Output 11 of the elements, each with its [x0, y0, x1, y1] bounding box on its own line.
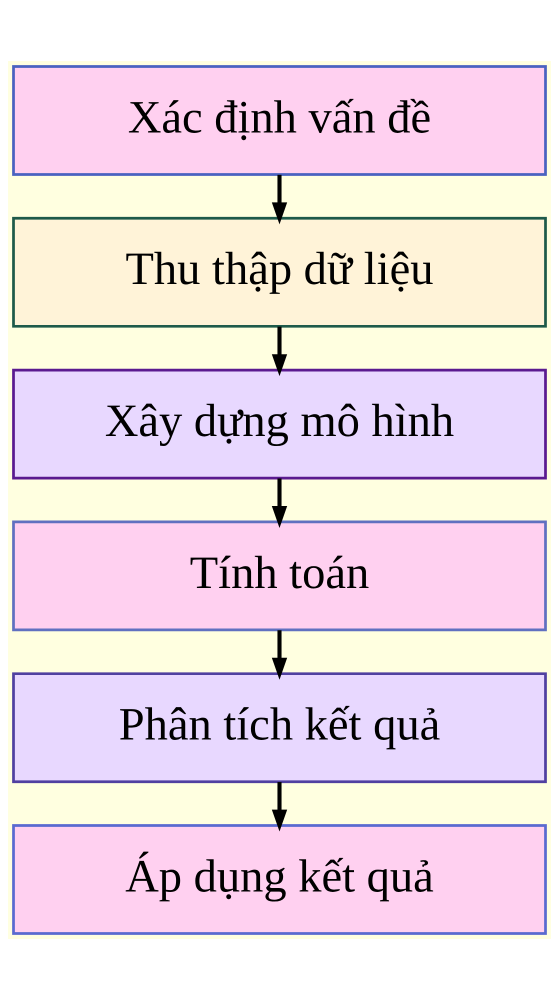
node-box: Áp dụng kết quả	[12, 824, 547, 935]
node-box: Tính toán	[12, 520, 547, 632]
node-box: Xây dựng mô hình	[12, 368, 547, 480]
arrow	[272, 630, 288, 680]
node-box: Phân tích kết quả	[12, 672, 547, 784]
arrow	[272, 782, 288, 832]
node-box: Thu thập dữ liệu	[12, 216, 547, 328]
node-box: Xác định vấn đề	[12, 65, 547, 176]
arrow	[272, 478, 288, 528]
arrow	[272, 326, 288, 376]
arrow	[272, 174, 288, 224]
